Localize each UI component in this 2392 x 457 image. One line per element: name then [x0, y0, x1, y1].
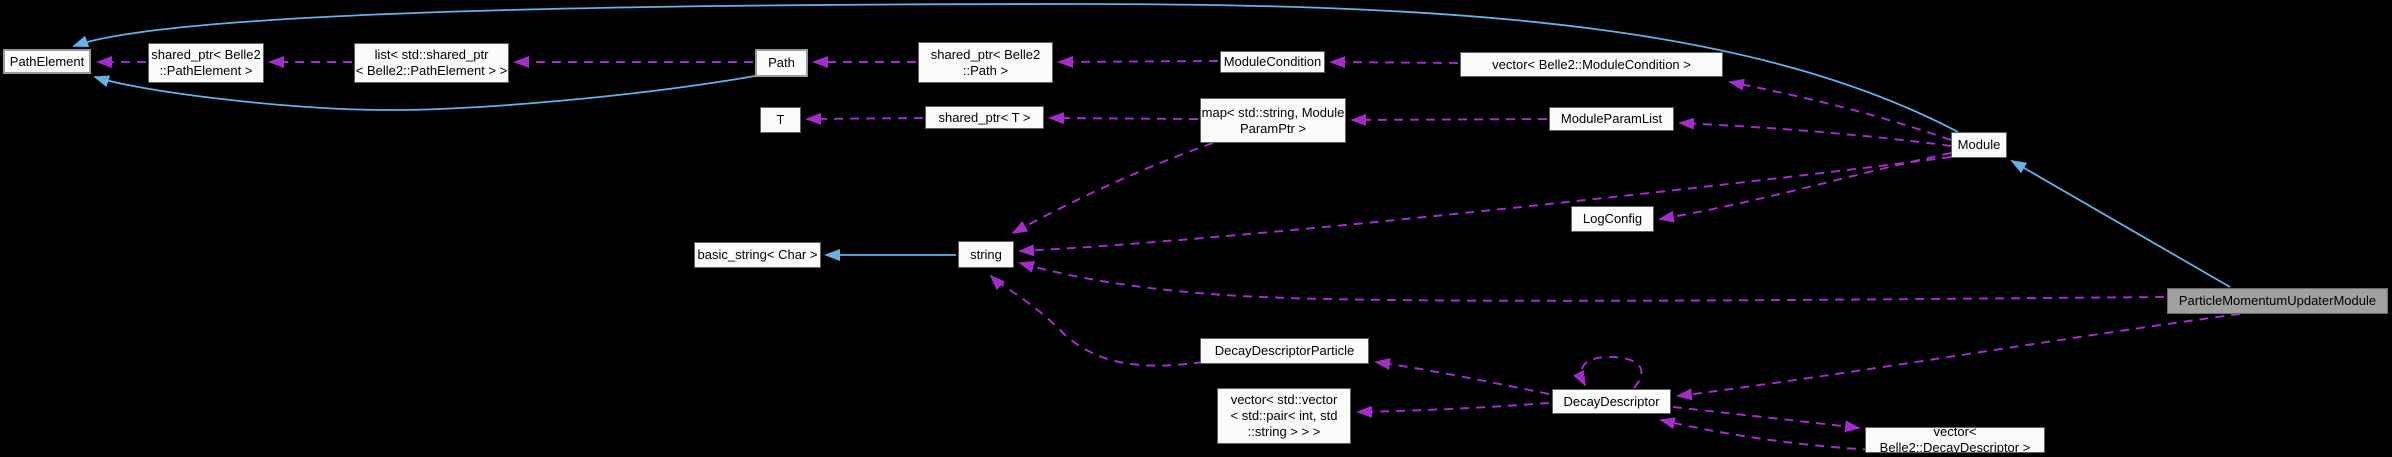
edge-decaydescriptor-to-vectordecaydescriptor — [1672, 406, 1861, 433]
edge-module-to-moduleparamlist — [1678, 117, 1952, 147]
node-logconfig[interactable]: LogConfig — [1571, 206, 1654, 232]
node-map-moduleparamptr[interactable]: map< std::string, Module ParamPtr > — [1200, 98, 1346, 143]
node-moduleparamlist[interactable]: ModuleParamList — [1549, 107, 1674, 131]
edge-path-to-pathelement — [93, 75, 756, 111]
node-module[interactable]: Module — [1951, 132, 2007, 158]
edge-decaydescriptor-to-vectorpair — [1356, 402, 1550, 418]
node-basic-string[interactable]: basic_string< Char > — [694, 242, 821, 268]
node-modulecondition[interactable]: ModuleCondition — [1220, 51, 1325, 73]
node-string[interactable]: string — [958, 241, 1014, 268]
node-sharedptr-pathelement[interactable]: shared_ptr< Belle2 ::PathElement > — [148, 43, 264, 83]
edge-vectordecaydescriptor-to-decaydescriptor — [1659, 417, 1873, 451]
edge-vectormodulecondition-to-modulecondition — [1329, 56, 1459, 69]
node-sharedptr-t[interactable]: shared_ptr< T > — [925, 106, 1044, 129]
edge-decaydescriptor-to-decaydescriptorparticle — [1374, 358, 1550, 395]
edge-module-to-string — [1018, 156, 1952, 257]
node-pathelement[interactable]: PathElement — [3, 49, 91, 74]
node-t[interactable]: T — [760, 107, 801, 133]
node-vector-modulecondition[interactable]: vector< Belle2::ModuleCondition > — [1460, 52, 1723, 77]
node-decaydescriptor[interactable]: DecayDescriptor — [1552, 389, 1671, 414]
edge-pmu-to-decaydescriptor — [1676, 313, 2241, 401]
edge-pmu-to-module — [2010, 159, 2231, 288]
edge-map-to-string — [1011, 142, 1214, 234]
node-vector-pair-int-string[interactable]: vector< std::vector < std::pair< int, st… — [1217, 388, 1351, 444]
node-particlemomentumupdatermodule[interactable]: ParticleMomentumUpdaterModule — [2167, 288, 2388, 314]
node-vector-decaydescriptor[interactable]: vector< Belle2::DecayDescriptor > — [1865, 424, 2045, 455]
edge-decaydescriptor-self-loop — [1573, 355, 1643, 389]
edge-modulecondition-to-sharedptrpath — [1057, 55, 1219, 68]
edge-module-to-pathelement — [72, 3, 1959, 133]
node-decaydescriptorparticle[interactable]: DecayDescriptorParticle — [1200, 338, 1369, 364]
edge-moduleparamlist-to-map — [1350, 113, 1548, 126]
edge-sharedptrt-to-t — [805, 112, 924, 125]
node-path[interactable]: Path — [755, 49, 808, 77]
edge-pmu-to-string — [1018, 261, 2165, 302]
edge-module-to-logconfig — [1658, 152, 1952, 223]
node-list-sharedptr-pathelement[interactable]: list< std::shared_ptr < Belle2::PathElem… — [354, 43, 509, 83]
edge-map-to-sharedptrt — [1048, 112, 1199, 125]
node-sharedptr-path[interactable]: shared_ptr< Belle2 ::Path > — [918, 42, 1053, 83]
edge-decaydescriptorparticle-to-string — [989, 274, 1204, 367]
edge-module-to-vectormodulecondition — [1728, 78, 1952, 141]
